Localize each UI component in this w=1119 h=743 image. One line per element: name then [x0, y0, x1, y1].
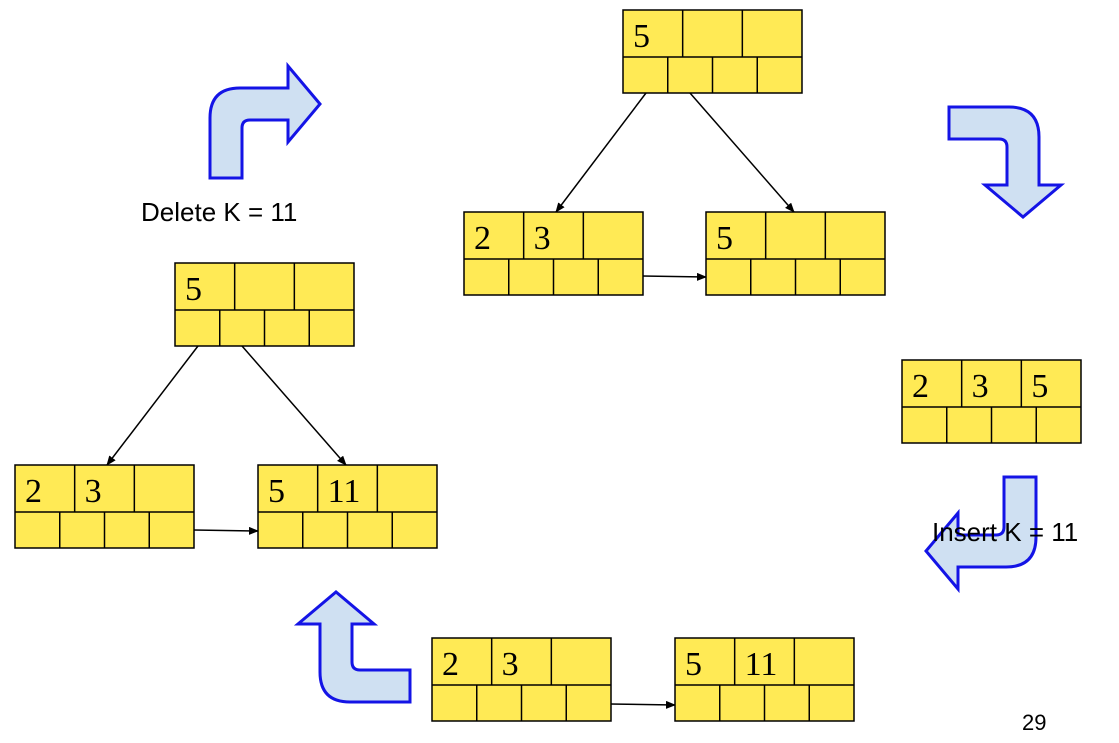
- node-key: 3: [85, 473, 102, 510]
- insert-caption: Insert K = 11: [932, 517, 1078, 547]
- pointer-arrow: [193, 526, 259, 535]
- node-left-root: 5: [174, 262, 355, 347]
- node-key: 11: [328, 473, 361, 510]
- delete-caption: Delete K = 11: [141, 197, 297, 227]
- node-key: 5: [268, 473, 285, 510]
- pointer-arrow: [555, 92, 647, 213]
- node-key: 3: [534, 220, 551, 257]
- node-key: 5: [685, 646, 702, 683]
- pointer-arrow: [609, 700, 676, 709]
- node-key: 2: [25, 473, 42, 510]
- node-key: 11: [745, 646, 778, 683]
- node-key: 2: [442, 646, 459, 683]
- node-key: 5: [185, 271, 202, 308]
- node-key: 5: [716, 220, 733, 257]
- pointer-arrow: [106, 345, 199, 466]
- node-key: 2: [474, 220, 491, 257]
- curved-arrow-icon: [924, 475, 1038, 594]
- page-number: 29: [1022, 710, 1046, 735]
- cycle-arrows: [208, 61, 1066, 704]
- node-top-leaf-right: 5: [705, 211, 886, 296]
- pointer-arrow: [241, 345, 347, 466]
- pointer-arrow: [641, 272, 707, 281]
- node-key: 3: [972, 368, 989, 405]
- node-key: 5: [633, 18, 650, 55]
- node-key: 3: [502, 646, 519, 683]
- node-top-root: 5: [622, 9, 803, 94]
- curved-arrow-icon: [208, 61, 322, 180]
- node-key: 5: [1031, 368, 1048, 405]
- node-key: 2: [912, 368, 929, 405]
- curved-arrow-icon: [293, 590, 412, 704]
- node-single-leaf: 2 3 5: [901, 359, 1082, 444]
- pointer-arrows: [106, 92, 795, 709]
- curved-arrow-icon: [947, 105, 1066, 219]
- node-bottom-leaf-right: 5 11: [674, 637, 855, 722]
- node-left-leaf-right: 5 11: [257, 464, 438, 549]
- pointer-arrow: [689, 92, 795, 213]
